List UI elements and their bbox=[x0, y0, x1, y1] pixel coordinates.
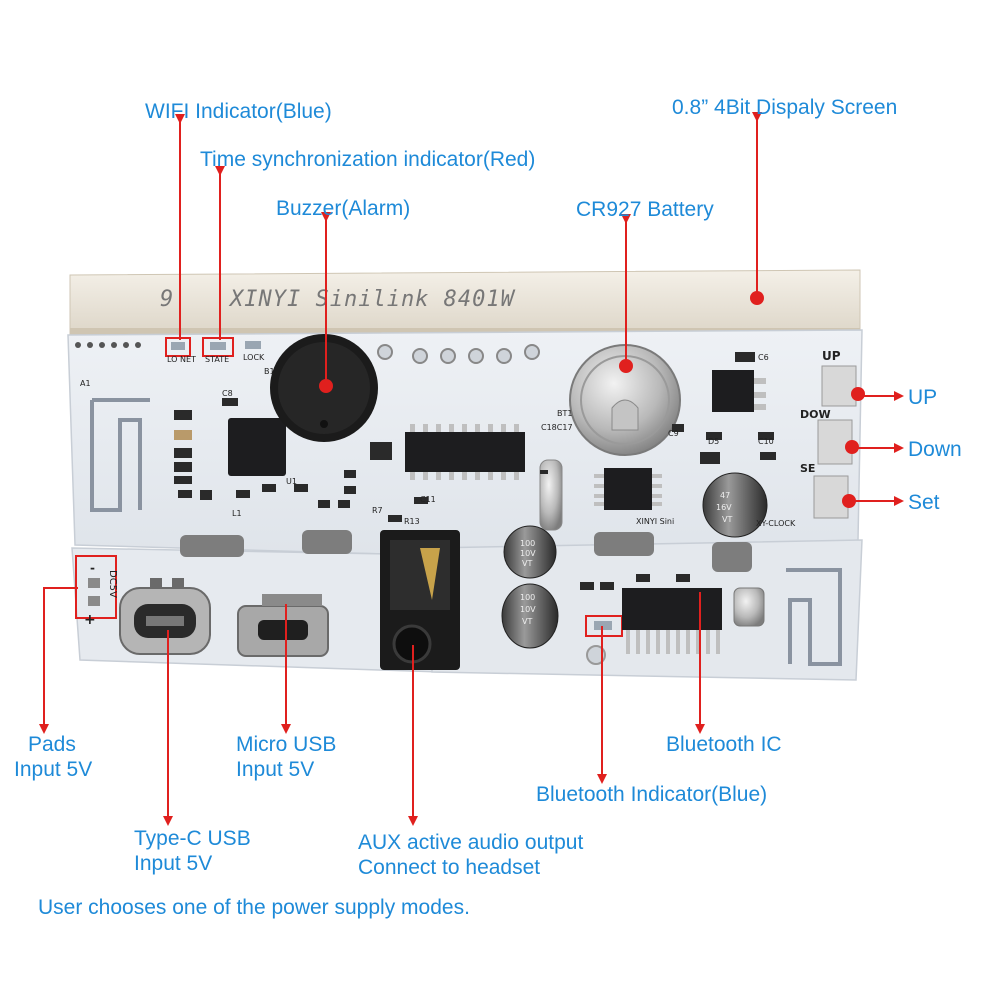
bluetooth-ic bbox=[622, 588, 722, 654]
display-label: XINYI Sinilink 8401W bbox=[228, 287, 516, 312]
callout-set: Set bbox=[908, 491, 940, 514]
cap3-b: 16V bbox=[716, 503, 732, 512]
smd-components-right bbox=[540, 424, 776, 474]
pin-header bbox=[75, 342, 141, 348]
smd-components-left bbox=[174, 398, 428, 522]
silk-up: UP bbox=[822, 349, 841, 363]
wifi-chip bbox=[228, 418, 286, 476]
crystal bbox=[539, 459, 563, 531]
cap2-a: 100 bbox=[520, 593, 535, 602]
callout-buzzer: Buzzer(Alarm) bbox=[276, 197, 410, 220]
silk-a1: A1 bbox=[80, 379, 91, 388]
cap1-a: 100 bbox=[520, 539, 535, 548]
cap3-c: VT bbox=[722, 515, 732, 524]
dot-battery bbox=[619, 359, 633, 373]
silk-set: SE bbox=[800, 462, 815, 475]
callout-typec-sub: Input 5V bbox=[134, 852, 212, 875]
silk-dc5v: DC5V bbox=[107, 570, 118, 598]
bt-crystal bbox=[733, 587, 765, 627]
silk-l1: L1 bbox=[232, 509, 242, 518]
silk-r13: R13 bbox=[404, 517, 420, 526]
callout-pads-sub: Input 5V bbox=[14, 758, 92, 781]
up-marker bbox=[851, 387, 865, 401]
callout-bt-ind: Bluetooth Indicator(Blue) bbox=[536, 783, 767, 806]
callout-typec-title: Type-C USB bbox=[134, 827, 251, 850]
silk-plus: + bbox=[84, 612, 96, 628]
callout-wifi: WIFI Indicator(Blue) bbox=[145, 100, 332, 123]
micro-usb-port bbox=[237, 594, 329, 657]
cap2-c: VT bbox=[522, 617, 532, 626]
display-module: XINYI Sinilink 8401W 9 bbox=[69, 269, 861, 338]
voltage-regulator bbox=[712, 352, 766, 412]
cap1-b: 10V bbox=[520, 549, 536, 558]
time-sync-led bbox=[202, 337, 234, 357]
silk-minus: - bbox=[90, 561, 95, 575]
cap1-c: VT bbox=[522, 559, 532, 568]
lock-led bbox=[245, 341, 261, 349]
capacitor-100uf-1: 100 10V VT bbox=[503, 525, 557, 579]
leader-dots bbox=[319, 291, 764, 393]
silk-bt1: BT1 bbox=[557, 409, 572, 418]
mount-hole bbox=[586, 645, 606, 665]
silk-dow: DOW bbox=[800, 408, 831, 421]
callouts: WIFI Indicator(Blue) Time synchronizatio… bbox=[14, 96, 962, 919]
wifi-led bbox=[165, 337, 191, 357]
silk-u1: U1 bbox=[286, 477, 297, 486]
silk-b1: B1 bbox=[264, 367, 275, 376]
silk-xinyi: XINYI Sini bbox=[636, 517, 674, 526]
callout-battery: CR927 Battery bbox=[576, 198, 714, 221]
footer-note: User chooses one of the power supply mod… bbox=[38, 896, 470, 919]
cr927-battery bbox=[569, 344, 681, 456]
silk-lock: LOCK bbox=[243, 353, 265, 362]
callout-down: Down bbox=[908, 438, 962, 461]
silk-net: NET bbox=[180, 355, 196, 364]
side-button-up[interactable] bbox=[821, 365, 865, 407]
leader-lines bbox=[39, 112, 904, 826]
pcb-board: XINYI Sinilink 8401W 9 LO bbox=[67, 269, 865, 681]
via-row bbox=[377, 344, 540, 364]
wifi-antenna bbox=[90, 398, 150, 512]
silk-state: STATE bbox=[205, 355, 229, 364]
capacitor-47uf: 47 16V VT bbox=[702, 472, 768, 538]
silk-c6: C6 bbox=[758, 353, 769, 362]
cap2-b: 10V bbox=[520, 605, 536, 614]
callout-up: UP bbox=[908, 386, 937, 409]
callout-display: 0.8” 4Bit Dispaly Screen bbox=[672, 96, 897, 119]
callout-time-sync: Time synchronization indicator(Red) bbox=[200, 148, 535, 171]
callout-bt-ic: Bluetooth IC bbox=[666, 733, 782, 756]
display-driver-ic bbox=[405, 424, 525, 480]
silk-c18c17: C18C17 bbox=[541, 423, 573, 432]
silk-c10: C10 bbox=[758, 437, 774, 446]
rtc-ic bbox=[594, 468, 662, 510]
dot-display bbox=[750, 291, 764, 305]
silk-c11: C11 bbox=[420, 495, 436, 504]
callout-micro-usb-sub: Input 5V bbox=[236, 758, 314, 781]
callout-micro-usb-title: Micro USB bbox=[236, 733, 336, 756]
bluetooth-antenna bbox=[786, 568, 842, 666]
silk-c9: C9 bbox=[668, 429, 679, 438]
typec-port bbox=[119, 578, 211, 655]
display-digit-ghost: 9 bbox=[160, 287, 174, 312]
silk-lo: LO bbox=[167, 355, 177, 364]
silk-c8: C8 bbox=[222, 389, 233, 398]
leader-pads bbox=[39, 587, 78, 734]
silk-r7: R7 bbox=[372, 506, 383, 515]
silk-d5: D5 bbox=[708, 437, 719, 446]
callout-pads-title: Pads bbox=[28, 733, 76, 756]
smd-components-lower bbox=[580, 574, 690, 590]
callout-aux-title: AUX active audio output bbox=[358, 831, 583, 854]
callout-aux-sub: Connect to headset bbox=[358, 856, 540, 879]
capacitor-100uf-2: 100 10V VT bbox=[501, 583, 559, 649]
aux-jack bbox=[380, 530, 460, 670]
board-connectors bbox=[180, 530, 752, 572]
silk-xyclock: XY-CLOCK bbox=[756, 519, 796, 528]
dot-buzzer bbox=[319, 379, 333, 393]
cap3-a: 47 bbox=[720, 491, 730, 500]
